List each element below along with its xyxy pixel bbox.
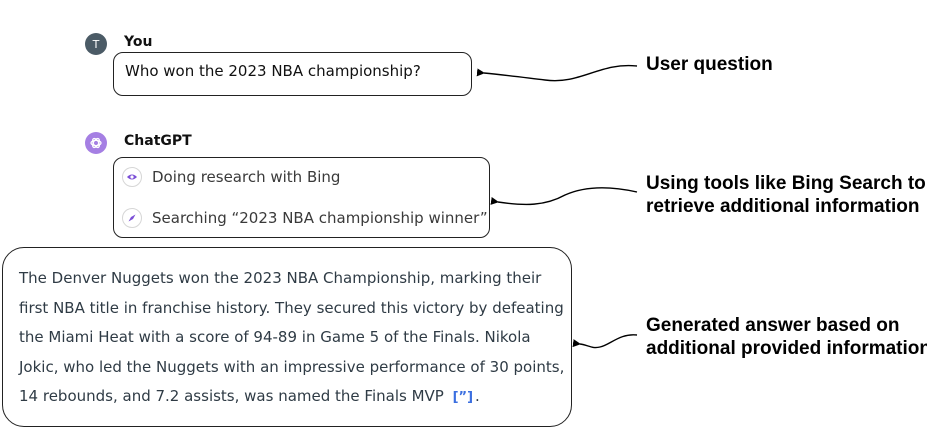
user-avatar-letter: T <box>92 37 100 51</box>
annotation-tools: Using tools like Bing Search to retrieve… <box>646 172 926 218</box>
annotation-tools-line1: Using tools like Bing Search to <box>646 173 926 194</box>
annotation-tools-line2: retrieve additional information <box>646 196 920 217</box>
openai-logo-icon <box>90 137 102 149</box>
answer-line: first NBA title in franchise history. Th… <box>19 298 564 317</box>
answer-line-last: 14 rebounds, and 7.2 assists, was named … <box>19 382 567 413</box>
user-question-box: Who won the 2023 NBA championship? <box>113 52 472 96</box>
chatgpt-avatar <box>85 132 107 154</box>
annotation-user-question: User question <box>646 54 773 75</box>
arrow-tools <box>490 187 638 206</box>
answer-line: 14 rebounds, and 7.2 assists, was named … <box>19 387 444 405</box>
answer-text: The Denver Nuggets won the 2023 NBA Cham… <box>19 264 567 413</box>
assistant-name: ChatGPT <box>124 133 192 149</box>
answer-line: the Miami Heat with a score of 94-89 in … <box>19 328 531 346</box>
eye-icon <box>122 167 142 187</box>
answer-box: The Denver Nuggets won the 2023 NBA Cham… <box>2 247 572 427</box>
answer-line: Jokic, who led the Nuggets with an impre… <box>19 357 565 376</box>
citation-link[interactable]: [”] <box>452 390 474 405</box>
tool-step-label: Doing research with Bing <box>152 168 341 186</box>
user-name: You <box>124 34 153 50</box>
compass-icon <box>122 208 142 228</box>
answer-line: The Denver Nuggets won the 2023 NBA Cham… <box>19 269 542 287</box>
user-avatar: T <box>85 33 107 55</box>
annotation-generated-line1: Generated answer based on <box>646 315 900 336</box>
annotation-generated-line2: additional provided information <box>646 338 927 359</box>
tool-steps-box: Doing research with Bing Searching “2023… <box>113 157 490 238</box>
arrow-user-question <box>476 64 638 82</box>
user-question-text: Who won the 2023 NBA championship? <box>125 62 421 80</box>
tool-step-searching: Searching “2023 NBA championship winner” <box>122 208 488 228</box>
arrow-generated <box>572 334 638 349</box>
answer-end: . <box>475 387 480 405</box>
tool-step-label: Searching “2023 NBA championship winner” <box>152 209 488 227</box>
annotation-generated: Generated answer based on additional pro… <box>646 314 927 360</box>
tool-step-research: Doing research with Bing <box>122 167 340 187</box>
